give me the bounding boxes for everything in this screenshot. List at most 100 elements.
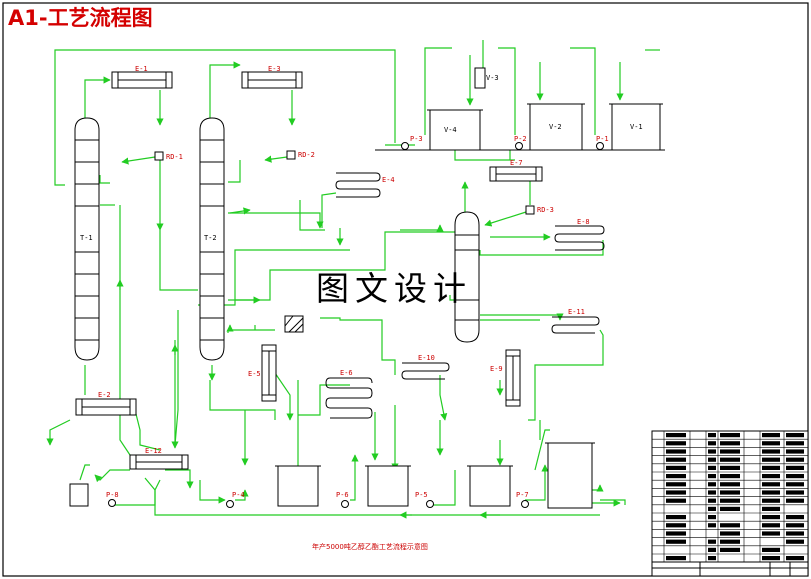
title-block-table bbox=[651, 430, 809, 563]
table-cell-block bbox=[720, 449, 740, 454]
label-p1: P-1 bbox=[596, 135, 609, 143]
table-cell-block bbox=[708, 441, 716, 446]
table-cell-block bbox=[708, 523, 716, 528]
label-e4: E-4 bbox=[382, 176, 395, 184]
table-cell-block bbox=[786, 465, 804, 470]
label-p7: P-7 bbox=[516, 491, 529, 499]
exchanger-e2: E-2 bbox=[75, 391, 137, 416]
table-cell-block bbox=[762, 457, 780, 462]
table-cell-block bbox=[762, 465, 780, 470]
pump-p4: P-4 bbox=[226, 491, 245, 508]
table-cell-block bbox=[708, 556, 716, 561]
device-rd3: RD-3 bbox=[525, 205, 554, 215]
table-cell-block bbox=[762, 482, 780, 487]
vessel-v3: V-3 bbox=[474, 67, 499, 89]
exchanger-e10: E-10 bbox=[401, 354, 450, 380]
label-e7: E-7 bbox=[510, 159, 523, 167]
label-rd2: RD-2 bbox=[298, 151, 315, 159]
table-cell-block bbox=[720, 465, 740, 470]
device-rd1: RD-1 bbox=[154, 151, 183, 161]
vessel-v4: V-4 bbox=[427, 109, 483, 151]
exchanger-e12: E-12 bbox=[129, 447, 189, 470]
label-v1: V-1 bbox=[630, 123, 643, 131]
table-cell-block bbox=[786, 490, 804, 495]
table-cell-block bbox=[666, 556, 686, 561]
table-cell-block bbox=[666, 515, 686, 520]
table-cell-block bbox=[720, 539, 740, 544]
table-cell-block bbox=[720, 433, 740, 438]
exchanger-e11: E-11 bbox=[551, 308, 600, 334]
table-cell-block bbox=[762, 490, 780, 495]
table-cell-block bbox=[786, 498, 804, 503]
label-t2: T-2 bbox=[204, 234, 217, 242]
tank-t6 bbox=[545, 442, 595, 509]
table-cell-block bbox=[720, 474, 740, 479]
table-cell-block bbox=[762, 547, 780, 552]
table-cell-block bbox=[708, 547, 716, 552]
table-cell-block bbox=[708, 482, 716, 487]
label-rd3: RD-3 bbox=[537, 206, 554, 214]
exchanger-e9: E-9 bbox=[490, 349, 521, 407]
label-p2: P-2 bbox=[514, 135, 527, 143]
table-cell-block bbox=[720, 441, 740, 446]
tank-t4 bbox=[365, 465, 411, 507]
label-e5: E-5 bbox=[248, 370, 261, 378]
pump-p8: P-8 bbox=[106, 491, 119, 507]
pump-p1: P-1 bbox=[596, 135, 609, 150]
table-cell-block bbox=[720, 531, 740, 536]
table-cell-block bbox=[666, 441, 686, 446]
device-rd2: RD-2 bbox=[286, 150, 315, 160]
label-e11: E-11 bbox=[568, 308, 585, 316]
column-right bbox=[454, 211, 480, 343]
table-cell-block bbox=[666, 482, 686, 487]
label-e8: E-8 bbox=[577, 218, 590, 226]
table-cell-block bbox=[762, 433, 780, 438]
label-e1: E-1 bbox=[135, 65, 148, 73]
table-cell-block bbox=[786, 556, 804, 561]
table-cell-block bbox=[786, 515, 804, 520]
table-cell-block bbox=[666, 457, 686, 462]
exchanger-e3: E-3 bbox=[241, 65, 303, 89]
vessel-v1: V-1 bbox=[609, 103, 663, 151]
pump-p5: P-5 bbox=[415, 491, 434, 508]
pump-p7: P-7 bbox=[516, 491, 529, 508]
table-cell-block bbox=[762, 474, 780, 479]
table-cell-block bbox=[666, 465, 686, 470]
tank-t3 bbox=[275, 465, 321, 507]
table-cell-block bbox=[720, 498, 740, 503]
table-cell-block bbox=[786, 441, 804, 446]
table-cell-block bbox=[720, 490, 740, 495]
table-cell-block bbox=[666, 498, 686, 503]
exchanger-e7: E-7 bbox=[489, 159, 543, 182]
table-cell-block bbox=[762, 556, 780, 561]
column-t2: T-2 bbox=[199, 117, 225, 361]
table-cell-block bbox=[786, 433, 804, 438]
label-p8: P-8 bbox=[106, 491, 119, 499]
page-title: A1-工艺流程图 bbox=[8, 6, 153, 30]
tank-t5 bbox=[467, 465, 513, 507]
table-cell-block bbox=[666, 433, 686, 438]
label-v3: V-3 bbox=[486, 74, 499, 82]
label-e10: E-10 bbox=[418, 354, 435, 362]
label-v4: V-4 bbox=[444, 126, 457, 134]
label-t1: T-1 bbox=[80, 234, 93, 242]
table-cell-block bbox=[786, 449, 804, 454]
table-cell-block bbox=[786, 539, 804, 544]
label-e3: E-3 bbox=[268, 65, 281, 73]
table-cell-block bbox=[708, 474, 716, 479]
drawing-caption: 年产5000吨乙醇乙酯工艺流程示意图 bbox=[312, 542, 428, 551]
table-cell-block bbox=[720, 506, 740, 511]
label-p5: P-5 bbox=[415, 491, 428, 499]
pump-p6: P-6 bbox=[336, 491, 349, 508]
table-cell-block bbox=[708, 506, 716, 511]
table-cell-block bbox=[786, 523, 804, 528]
pump-p3: P-3 bbox=[401, 135, 423, 150]
label-e12: E-12 bbox=[145, 447, 162, 455]
table-cell-block bbox=[786, 474, 804, 479]
table-cell-block bbox=[666, 523, 686, 528]
label-e9: E-9 bbox=[490, 365, 503, 373]
watermark-text: 图文设计 bbox=[316, 269, 472, 308]
label-e2: E-2 bbox=[98, 391, 111, 399]
table-cell-block bbox=[762, 441, 780, 446]
